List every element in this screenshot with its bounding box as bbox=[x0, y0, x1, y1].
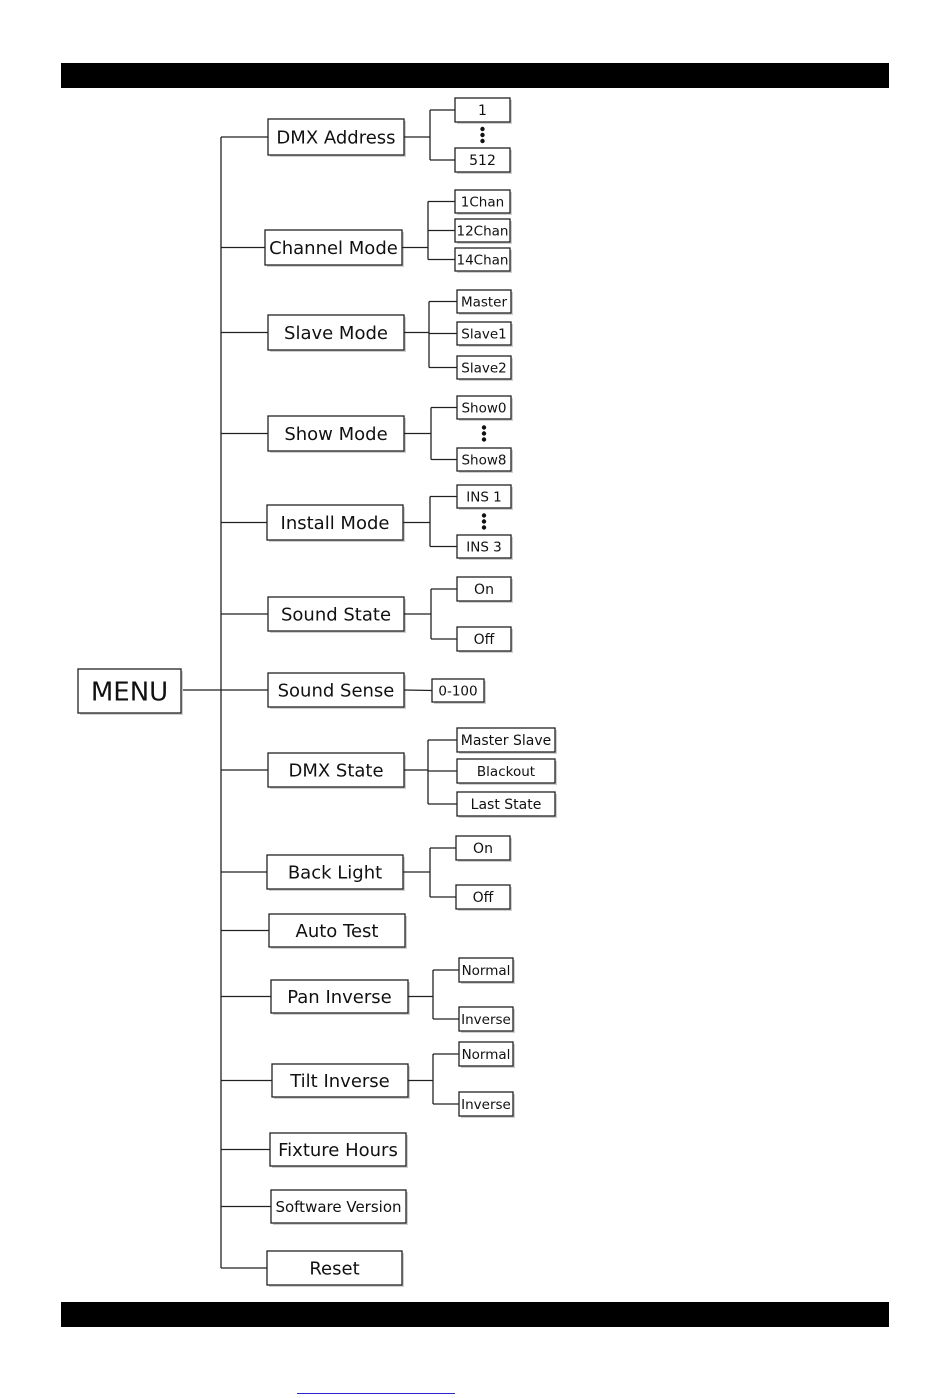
menu-root-box[interactable]: MENU bbox=[77, 668, 183, 715]
option-dmx-state-blackout-label: Blackout bbox=[477, 764, 535, 780]
option-install-mode-ins-3-label: INS 3 bbox=[466, 539, 502, 555]
option-back-light-on-label: On bbox=[473, 841, 493, 857]
menu-item-dmx-address[interactable]: DMX Address bbox=[267, 118, 406, 157]
option-dmx-state-master-slave-label: Master Slave bbox=[461, 733, 552, 749]
option-back-light-on[interactable]: On bbox=[455, 835, 512, 862]
menu-item-reset-label: Reset bbox=[309, 1258, 359, 1279]
option-back-light-off[interactable]: Off bbox=[455, 884, 512, 911]
menu-item-reset[interactable]: Reset bbox=[266, 1250, 404, 1287]
option-install-mode-ins-3[interactable]: INS 3 bbox=[456, 534, 513, 560]
menu-item-sound-sense-label: Sound Sense bbox=[278, 680, 395, 701]
menu-item-pan-inverse-label: Pan Inverse bbox=[287, 987, 392, 1008]
footer-bar bbox=[61, 1302, 889, 1327]
option-show-mode-show0-label: Show0 bbox=[461, 400, 506, 416]
option-slave-mode-master[interactable]: Master bbox=[456, 289, 513, 315]
menu-item-auto-test-label: Auto Test bbox=[296, 921, 379, 942]
ellipsis-dots-dmx-address bbox=[480, 126, 485, 144]
menu-item-software-version[interactable]: Software Version bbox=[270, 1189, 408, 1225]
option-pan-inverse-inverse[interactable]: Inverse bbox=[458, 1006, 515, 1033]
footer-link-underline[interactable] bbox=[297, 1393, 455, 1394]
header-bar bbox=[61, 63, 889, 88]
menu-item-software-version-label: Software Version bbox=[275, 1198, 401, 1216]
option-tilt-inverse-normal[interactable]: Normal bbox=[458, 1041, 515, 1068]
option-dmx-address-1-label: 1 bbox=[478, 103, 487, 119]
option-install-mode-ins-1[interactable]: INS 1 bbox=[456, 484, 513, 510]
option-channel-mode-14chan[interactable]: 14Chan bbox=[454, 247, 512, 273]
menu-item-slave-mode[interactable]: Slave Mode bbox=[267, 314, 406, 352]
option-dmx-state-last-state[interactable]: Last State bbox=[456, 791, 557, 818]
menu-item-back-light[interactable]: Back Light bbox=[266, 854, 405, 891]
menu-item-tilt-inverse-label: Tilt Inverse bbox=[289, 1071, 390, 1092]
menu-item-sound-state-label: Sound State bbox=[281, 604, 391, 625]
menu-item-pan-inverse[interactable]: Pan Inverse bbox=[270, 979, 410, 1015]
option-dmx-state-master-slave[interactable]: Master Slave bbox=[456, 727, 557, 754]
option-slave-mode-master-label: Master bbox=[461, 294, 508, 310]
menu-item-show-mode[interactable]: Show Mode bbox=[267, 415, 406, 453]
option-slave-mode-slave1[interactable]: Slave1 bbox=[456, 321, 513, 347]
option-sound-state-on-label: On bbox=[474, 582, 494, 598]
menu-item-auto-test[interactable]: Auto Test bbox=[268, 913, 407, 949]
option-back-light-off-label: Off bbox=[473, 890, 494, 906]
option-pan-inverse-normal-label: Normal bbox=[462, 963, 511, 979]
menu-item-tilt-inverse[interactable]: Tilt Inverse bbox=[271, 1063, 410, 1099]
option-sound-state-off-label: Off bbox=[474, 632, 495, 648]
menu-item-fixture-hours-label: Fixture Hours bbox=[278, 1140, 398, 1161]
option-channel-mode-1chan-label: 1Chan bbox=[461, 194, 504, 210]
option-sound-sense-0-100[interactable]: 0-100 bbox=[431, 678, 486, 704]
option-tilt-inverse-inverse[interactable]: Inverse bbox=[458, 1091, 515, 1118]
option-pan-inverse-normal[interactable]: Normal bbox=[458, 957, 515, 984]
option-slave-mode-slave1-label: Slave1 bbox=[461, 326, 506, 342]
menu-root-box-label: MENU bbox=[91, 677, 168, 707]
option-channel-mode-1chan[interactable]: 1Chan bbox=[454, 189, 512, 215]
menu-item-dmx-state[interactable]: DMX State bbox=[267, 752, 406, 789]
option-channel-mode-12chan-label: 12Chan bbox=[457, 223, 509, 239]
option-connector-sound-sense bbox=[403, 689, 433, 692]
menu-item-back-light-label: Back Light bbox=[288, 862, 382, 883]
option-tilt-inverse-normal-label: Normal bbox=[462, 1047, 511, 1063]
option-show-mode-show0[interactable]: Show0 bbox=[456, 395, 513, 421]
menu-item-sound-sense[interactable]: Sound Sense bbox=[267, 672, 406, 709]
ellipsis-dots-install-mode bbox=[481, 513, 487, 530]
option-install-mode-ins-1-label: INS 1 bbox=[466, 489, 502, 505]
menu-item-show-mode-label: Show Mode bbox=[284, 424, 387, 445]
option-dmx-state-blackout[interactable]: Blackout bbox=[456, 758, 557, 785]
option-slave-mode-slave2-label: Slave2 bbox=[461, 360, 506, 376]
option-sound-state-on[interactable]: On bbox=[456, 576, 513, 603]
menu-item-install-mode-label: Install Mode bbox=[281, 513, 390, 534]
option-sound-sense-0-100-label: 0-100 bbox=[438, 683, 477, 699]
option-dmx-address-1[interactable]: 1 bbox=[454, 97, 512, 124]
option-pan-inverse-inverse-label: Inverse bbox=[461, 1012, 511, 1028]
menu-item-channel-mode-label: Channel Mode bbox=[269, 238, 398, 259]
menu-item-sound-state[interactable]: Sound State bbox=[267, 596, 406, 633]
menu-item-slave-mode-label: Slave Mode bbox=[284, 323, 388, 344]
menu-item-channel-mode[interactable]: Channel Mode bbox=[264, 229, 404, 267]
option-channel-mode-12chan[interactable]: 12Chan bbox=[454, 218, 512, 244]
option-dmx-address-512-label: 512 bbox=[469, 153, 496, 169]
menu-item-install-mode[interactable]: Install Mode bbox=[266, 504, 405, 542]
menu-item-dmx-address-label: DMX Address bbox=[276, 127, 395, 148]
option-dmx-state-last-state-label: Last State bbox=[471, 797, 542, 813]
option-show-mode-show8[interactable]: Show8 bbox=[456, 447, 513, 473]
option-slave-mode-slave2[interactable]: Slave2 bbox=[456, 355, 513, 381]
menu-item-fixture-hours[interactable]: Fixture Hours bbox=[269, 1132, 408, 1168]
ellipsis-dots-show-mode bbox=[481, 425, 487, 442]
option-sound-state-off[interactable]: Off bbox=[456, 626, 513, 653]
menu-item-dmx-state-label: DMX State bbox=[288, 760, 383, 781]
option-dmx-address-512[interactable]: 512 bbox=[454, 147, 512, 174]
option-tilt-inverse-inverse-label: Inverse bbox=[461, 1097, 511, 1113]
option-show-mode-show8-label: Show8 bbox=[461, 452, 506, 468]
option-channel-mode-14chan-label: 14Chan bbox=[457, 252, 509, 268]
